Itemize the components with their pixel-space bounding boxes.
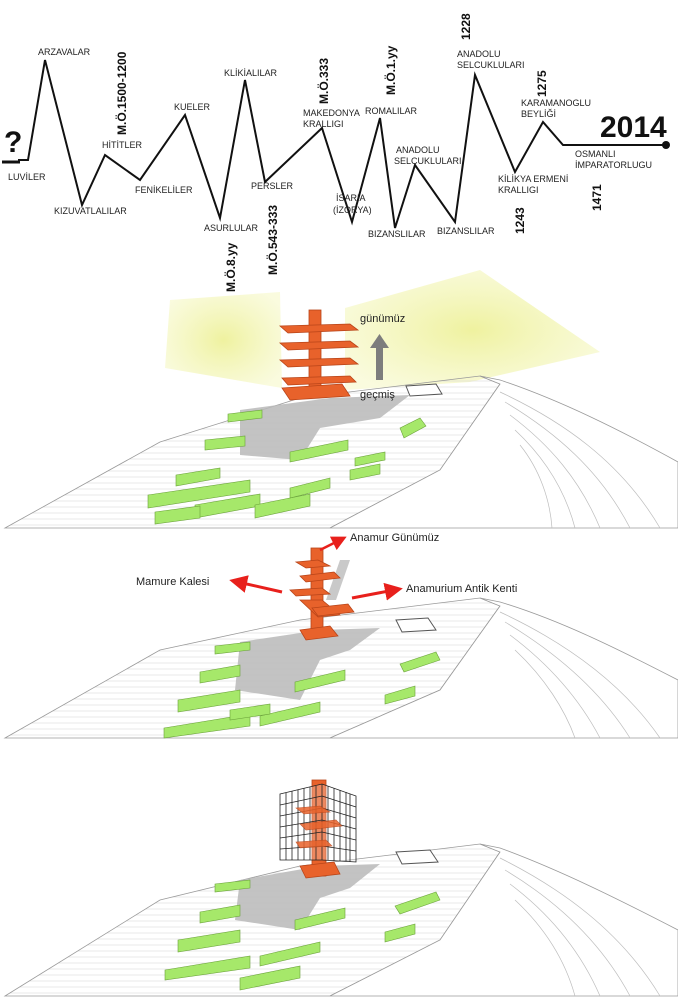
label-anadolu-s1-1: ANADOLU [396,145,440,155]
panel-past-present: günümüz geçmiş [3,270,678,529]
tower-base-2 [299,625,339,641]
label-isaria-1: İSARIA [336,193,366,203]
terrain-contours-1 [499,391,661,529]
label-anamur-gunumuz: Anamur Günümüz [350,532,439,544]
tower-base-1 [281,383,351,401]
red-arrow-left [229,575,283,594]
label-makedonya-1: MAKEDONYA [303,108,360,118]
label-kueler: KUELER [174,102,211,112]
shadow-3 [235,864,380,930]
label-anadolu-s2-1: ANADOLU [457,49,501,59]
history-timeline: ? 2014 LUVİLER ARZAVALAR KIZUVATLALILAR … [2,13,670,292]
date-mo543: M.Ö.543-333 [265,205,280,275]
shadow-2 [235,628,380,700]
label-anadolu-s2-2: SELCUKLULARI [457,60,525,70]
timeline-end-dot [662,141,670,149]
label-anadolu-s1-2: SELCUKLULARI [394,156,462,166]
panel-directions: Anamur Günümüz Mamure Kalesi Anamurium A… [3,532,678,739]
terrain-contours-3 [499,857,661,997]
label-osmanli-2: İMPARATORLUGU [575,160,652,170]
label-gecmis: geçmiş [360,389,395,401]
label-kilikya-2: KRALLIGI [498,185,539,195]
label-osmanli-1: OSMANLI [575,149,616,159]
date-1243: 1243 [513,207,527,234]
glow-right [345,270,600,390]
tower-floors-1 [278,323,360,386]
label-kilikya-1: KİLİKYA ERMENİ [498,174,568,184]
date-mo8: M.Ö.8.yy [223,242,238,292]
label-asurlular: ASURLULAR [204,223,259,233]
label-karamanoglu-1: KARAMANOGLU [521,98,591,108]
label-persler: PERSLER [251,181,294,191]
green-strips-1 [147,409,427,525]
label-karamanoglu-2: BEYLİĞİ [521,109,556,119]
date-mo1: M.Ö.1.yy [383,45,398,95]
tower-floors-2 [289,559,355,617]
green-strips-3 [164,879,441,991]
label-makedonya-2: KRALLIGI [303,119,344,129]
date-mo1500: M.Ö.1500-1200 [114,51,129,135]
timeline-start-mark: ? [4,126,22,159]
timeline-end-year: 2014 [600,111,667,144]
tower-base-3 [299,861,341,879]
panel-cage [3,779,678,997]
label-arzavalar: ARZAVALAR [38,47,91,57]
tower-2-shadow [326,560,350,600]
grey-arrow-up [370,334,389,380]
timeline-zigzag [18,59,665,229]
terrain-side-2 [329,597,678,739]
terrain-side-3 [329,843,678,997]
glow-left [165,292,282,388]
terrain-side-1 [329,375,678,529]
date-mo333: M.Ö.333 [316,58,331,104]
label-luviler: LUVİLER [8,172,46,182]
date-1228: 1228 [459,13,473,40]
terrain-contours-2 [499,611,661,739]
pit-1 [405,383,443,397]
label-isaria-2: (İZORYA) [333,205,372,215]
red-arrow-right [351,582,403,601]
pit-2 [395,617,437,633]
date-1471: 1471 [590,184,604,211]
label-hititler: HİTİTLER [102,140,143,150]
date-1275: 1275 [535,70,549,97]
label-fenikeliler: FENİKELİLER [135,185,193,195]
label-bizanslilar-1: BIZANSLILAR [368,229,426,239]
cage-inner-floors [295,805,343,849]
label-romalilar: ROMALILAR [365,106,418,116]
red-arrow-up [319,536,347,552]
label-anamurium-antik-kenti: Anamurium Antik Kenti [406,583,517,595]
label-mamure-kalesi: Mamure Kalesi [136,576,209,588]
label-kizuvatlalilar: KIZUVATLALILAR [54,206,127,216]
label-gunumuz: günümüz [360,313,405,325]
shadow-1 [240,395,410,460]
pit-3 [395,849,439,865]
label-klikialilar: KLİKİALILAR [224,68,278,78]
label-bizanslilar-2: BIZANSLILAR [437,226,495,236]
green-strips-2 [163,641,441,739]
